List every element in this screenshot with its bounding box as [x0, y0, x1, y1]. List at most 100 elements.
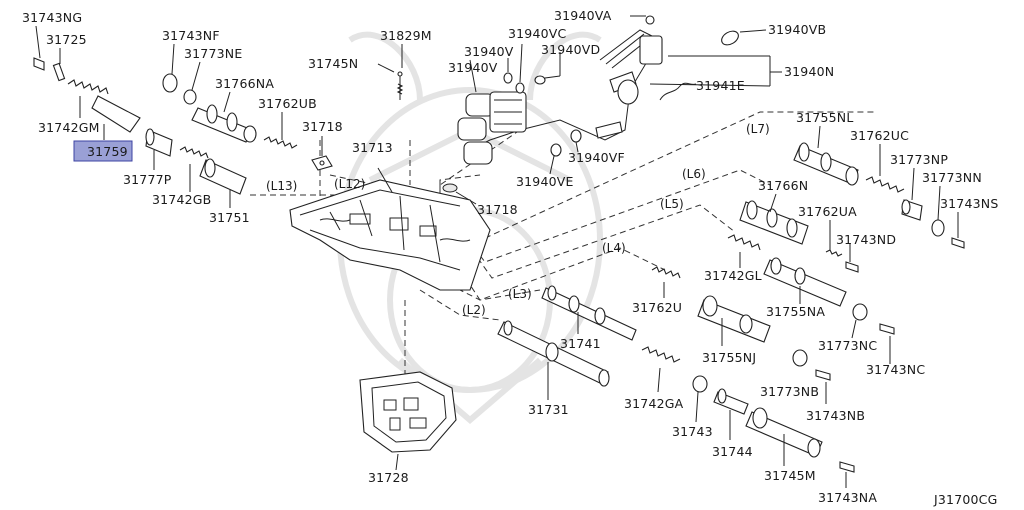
part-31940VF-ring[interactable]: [570, 129, 582, 153]
part-31773NP[interactable]: [901, 167, 923, 221]
part-31742GA-spring[interactable]: [641, 346, 681, 393]
part-31777P[interactable]: [145, 128, 173, 170]
part-31829M[interactable]: [396, 44, 404, 95]
label-31743NA[interactable]: 31743NA: [818, 490, 877, 505]
label-31743NB[interactable]: 31743NB: [806, 408, 865, 423]
label-31751[interactable]: 31751: [209, 210, 250, 225]
part-31745N-pin[interactable]: [377, 63, 403, 100]
part-31773NB[interactable]: [792, 349, 808, 367]
part-31940V-seal[interactable]: [503, 58, 513, 84]
label-31773NB[interactable]: 31773NB: [760, 384, 819, 399]
part-31743NA[interactable]: [839, 461, 855, 488]
part-31940VC-ring[interactable]: [515, 43, 525, 94]
label-31762UB[interactable]: 31762UB: [258, 96, 317, 111]
part-31940V-solenoid-block[interactable]: [457, 59, 527, 165]
part-31741-valve[interactable]: [541, 285, 637, 341]
part-31762U-spring[interactable]: [651, 266, 681, 298]
part-31762UA-spring[interactable]: [825, 220, 843, 257]
part-31773NC[interactable]: [851, 303, 868, 339]
label-31713[interactable]: 31713: [352, 140, 393, 155]
part-31940VB-ring[interactable]: [719, 28, 767, 47]
label-31741[interactable]: 31741: [560, 336, 601, 351]
label-31940VE[interactable]: 31940VE: [516, 174, 574, 189]
label-31940V-2[interactable]: 31940V: [448, 60, 498, 75]
label-31718-upper[interactable]: 31718: [302, 119, 343, 134]
label-31728[interactable]: 31728: [368, 470, 409, 485]
label-31773NN[interactable]: 31773NN: [922, 170, 982, 185]
label-31755NJ[interactable]: 31755NJ: [702, 350, 756, 365]
label-31745N[interactable]: 31745N: [308, 56, 358, 71]
part-31743NF-ring[interactable]: [162, 43, 178, 93]
part-31743NB[interactable]: [815, 369, 831, 404]
part-31725[interactable]: [52, 48, 66, 82]
label-31940VF[interactable]: 31940VF: [568, 150, 625, 165]
part-31745M-valve[interactable]: [745, 407, 823, 466]
part-31751[interactable]: [199, 158, 247, 208]
part-31743NG[interactable]: [33, 25, 45, 71]
part-31773NN[interactable]: [931, 185, 945, 237]
label-31744[interactable]: 31744: [712, 444, 753, 459]
part-31759-sleeve[interactable]: [91, 95, 141, 140]
part-31718-lower[interactable]: [442, 183, 477, 205]
label-31743NF[interactable]: 31743NF: [162, 28, 220, 43]
label-31766N[interactable]: 31766N: [758, 178, 808, 193]
label-31745M[interactable]: 31745M: [764, 468, 816, 483]
label-31743[interactable]: 31743: [672, 424, 713, 439]
label-31731[interactable]: 31731: [528, 402, 569, 417]
part-31755NL-valve[interactable]: [793, 125, 859, 186]
label-31773NP[interactable]: 31773NP: [890, 152, 948, 167]
label-31742GM[interactable]: 31742GM: [38, 120, 100, 135]
part-31744[interactable]: [713, 388, 749, 440]
part-31743NS[interactable]: [951, 212, 965, 249]
label-31773NC[interactable]: 31773NC: [818, 338, 877, 353]
label-31762UA[interactable]: 31762UA: [798, 204, 857, 219]
part-31713-valve-body[interactable]: [289, 167, 491, 291]
part-31762UC-spring[interactable]: [865, 144, 905, 193]
label-31941E[interactable]: 31941E: [696, 78, 745, 93]
label-31766NA[interactable]: 31766NA: [215, 76, 274, 91]
part-31728-separator-plate[interactable]: [359, 371, 457, 471]
label-31743ND[interactable]: 31743ND: [836, 232, 896, 247]
label-31718-lower[interactable]: 31718: [477, 202, 518, 217]
label-31742GB[interactable]: 31742GB: [152, 192, 211, 207]
label-31773NE[interactable]: 31773NE: [184, 46, 242, 61]
part-31940VE-ring[interactable]: [549, 143, 562, 175]
part-31773NE[interactable]: [183, 61, 201, 105]
label-31742GL[interactable]: 31742GL: [704, 268, 762, 283]
label-31742GA[interactable]: 31742GA: [624, 396, 684, 411]
label-31755NA[interactable]: 31755NA: [766, 304, 825, 319]
part-31941E-clip[interactable]: [659, 82, 697, 101]
part-31742GL-spring[interactable]: [727, 234, 761, 268]
part-31718-upper[interactable]: [311, 136, 333, 171]
label-31940V-1[interactable]: 31940V: [464, 44, 514, 59]
label-31762U[interactable]: 31762U: [632, 300, 682, 315]
part-31742GM-spring[interactable]: [67, 79, 109, 118]
label-31940N[interactable]: 31940N: [784, 64, 834, 79]
label-31743NG[interactable]: 31743NG: [22, 10, 82, 25]
label-31940VB[interactable]: 31940VB: [768, 22, 826, 37]
part-31762UB-spring[interactable]: [263, 112, 298, 149]
label-31777P[interactable]: 31777P: [123, 172, 172, 187]
label-31743NC[interactable]: 31743NC: [866, 362, 925, 377]
label-31725[interactable]: 31725: [46, 32, 87, 47]
part-31766N-valve[interactable]: [739, 193, 809, 245]
part-31743NC[interactable]: [879, 323, 895, 364]
label-31762UC[interactable]: 31762UC: [850, 128, 909, 143]
part-31742GB-spring[interactable]: [179, 146, 209, 192]
label-31940VA[interactable]: 31940VA: [554, 8, 612, 23]
part-31743-ring[interactable]: [692, 375, 708, 423]
part-31940VD-ring[interactable]: [534, 52, 561, 85]
label-31829M[interactable]: 31829M: [380, 28, 432, 43]
label-31940VD[interactable]: 31940VD: [541, 42, 600, 57]
label-31940VC[interactable]: 31940VC: [508, 26, 567, 41]
part-31766NA-valve[interactable]: [191, 91, 257, 143]
part-31743ND[interactable]: [845, 244, 859, 273]
part-31755NJ-valve[interactable]: [697, 295, 771, 346]
part-31731-valve[interactable]: [497, 320, 610, 400]
label-31743NS[interactable]: 31743NS: [940, 196, 998, 211]
label-31759[interactable]: 31759: [87, 144, 128, 159]
part-31940N-solenoid-assembly[interactable]: [469, 15, 782, 151]
part-31755NA-valve[interactable]: [763, 257, 847, 307]
label-31755NL[interactable]: 31755NL: [796, 110, 853, 125]
